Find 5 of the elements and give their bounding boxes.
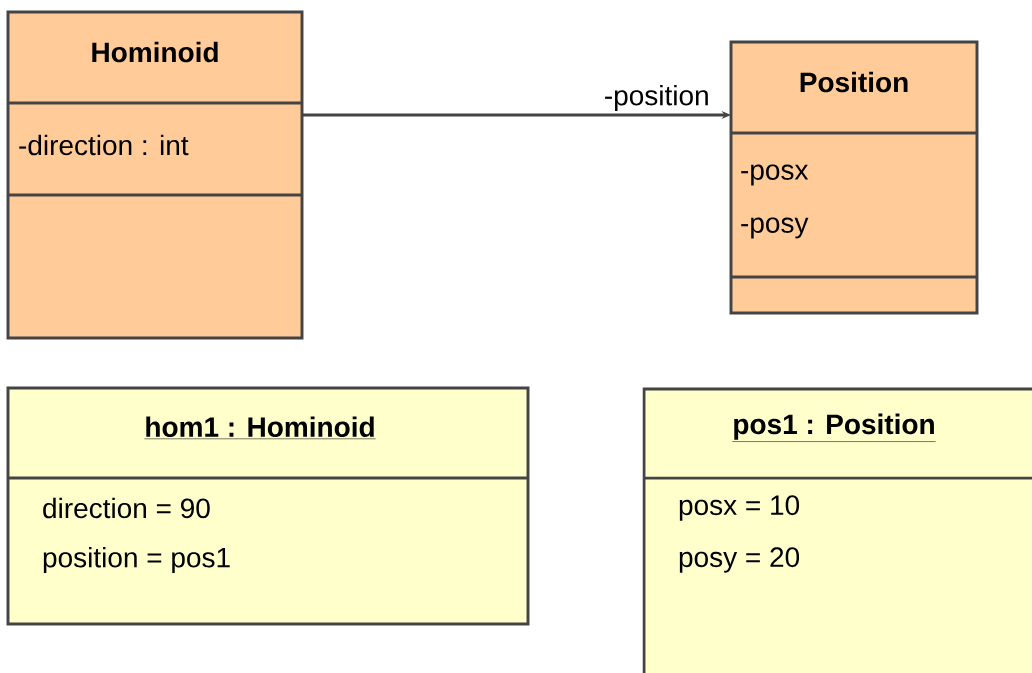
class-box: Position -posx -posy bbox=[729, 40, 979, 315]
edge-label: -position bbox=[605, 84, 708, 111]
object-box: pos1 : Position posx = 10 posy = 20 bbox=[642, 387, 1032, 673]
class-box: Hominoid -direction : int bbox=[6, 10, 304, 340]
object-box: hom1 : Hominoid direction = 90 position = pos1 bbox=[6, 386, 530, 626]
